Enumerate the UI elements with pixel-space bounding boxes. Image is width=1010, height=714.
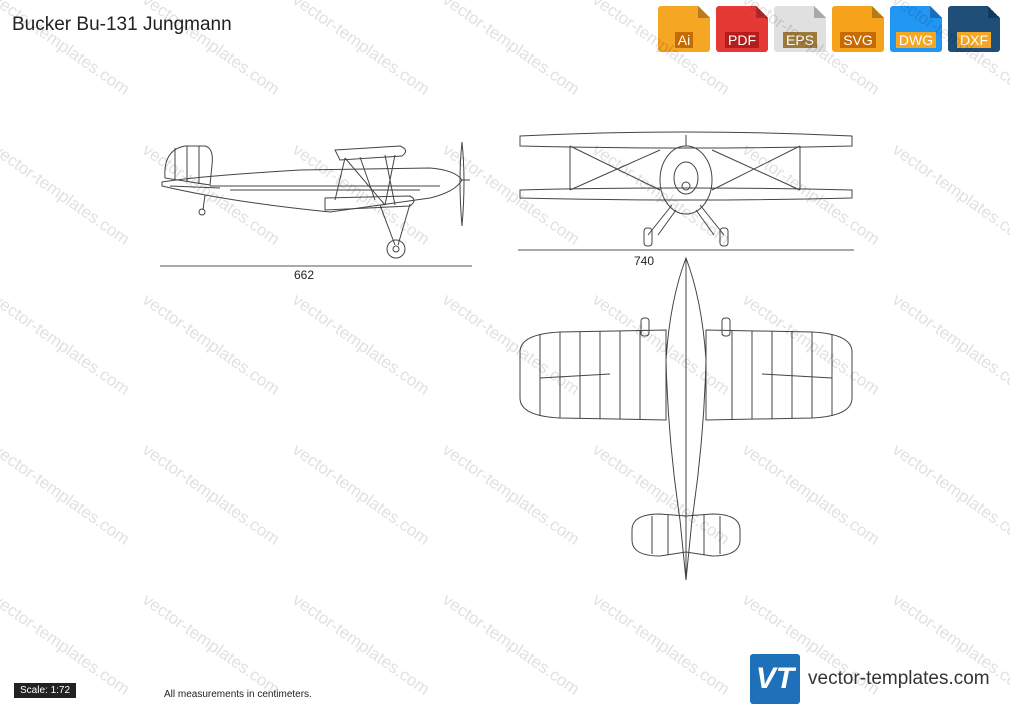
eps-format-label: EPS xyxy=(782,32,817,48)
front-view xyxy=(518,131,854,251)
side-view xyxy=(160,141,472,267)
measurement-note: All measurements in centimeters. xyxy=(164,689,312,700)
dwg-format-label: DWG xyxy=(895,32,937,48)
eps-format-icon[interactable]: EPS xyxy=(774,6,826,52)
length-dimension-label: 662 xyxy=(294,268,315,282)
ai-format-label: Ai xyxy=(674,32,694,48)
page-title: Bucker Bu-131 Jungmann xyxy=(12,14,232,35)
ai-format-icon[interactable]: Ai xyxy=(658,6,710,52)
span-dimension-label: 740 xyxy=(634,254,655,268)
top-view xyxy=(519,256,853,581)
svg-format-icon[interactable]: SVG xyxy=(832,6,884,52)
dwg-format-icon[interactable]: DWG xyxy=(890,6,942,52)
brand-site-link[interactable]: vector-templates.com xyxy=(808,668,990,689)
pdf-format-icon[interactable]: PDF xyxy=(716,6,768,52)
svg-format-label: SVG xyxy=(840,32,876,48)
dxf-format-icon[interactable]: DXF xyxy=(948,6,1000,52)
brand-block[interactable]: VT vector-templates.com xyxy=(750,654,990,704)
format-icons: Ai PDF EPS SVG DWG DXF xyxy=(658,6,1000,52)
pdf-format-label: PDF xyxy=(725,32,759,48)
scale-badge: Scale: 1:72 xyxy=(14,683,77,698)
brand-logo-icon: VT xyxy=(750,654,800,704)
dxf-format-label: DXF xyxy=(957,32,991,48)
